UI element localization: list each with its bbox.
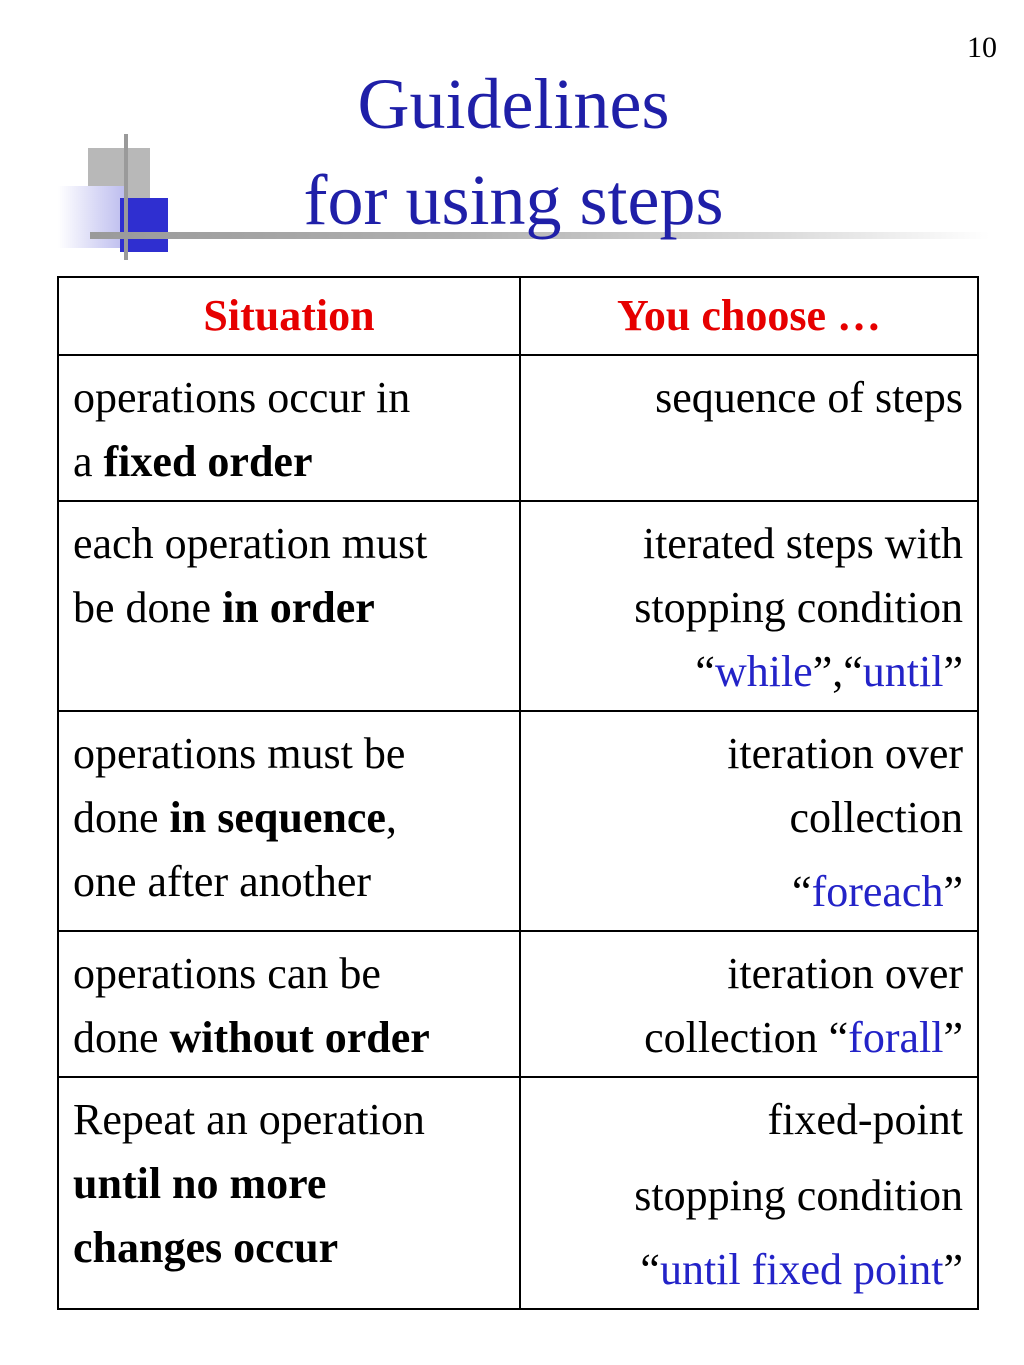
situation-text: operations can be [73, 949, 381, 998]
choice-cell: sequence of steps [519, 354, 979, 502]
table-row: operations occur in a fixed order sequen… [57, 354, 979, 502]
choice-text: stopping condition [634, 583, 963, 632]
guidelines-table: Situation You choose … operations occur … [57, 276, 979, 1310]
header-choice: You choose … [519, 276, 979, 356]
keyword-until-fixed-point: until fixed point [659, 1245, 944, 1294]
title-line-2: for using steps [303, 160, 724, 240]
situation-text: , [385, 793, 397, 842]
choice-text: stopping condition [634, 1171, 963, 1220]
situation-bold: in sequence [169, 793, 386, 842]
quote-mark: “ [640, 1245, 660, 1294]
table-row: each operation must be done in order ite… [57, 500, 979, 712]
situation-bold: until no more [73, 1159, 327, 1208]
title-underline-rule [90, 232, 990, 239]
choice-text: iteration over [727, 949, 963, 998]
situation-text: done [73, 1013, 170, 1062]
quote-mark: ”,“ [812, 647, 863, 696]
situation-text: a [73, 437, 104, 486]
title-line-1: Guidelines [357, 64, 670, 144]
keyword-forall: forall [848, 1013, 944, 1062]
quote-mark: ” [943, 1245, 963, 1294]
situation-cell: operations must be done in sequence, one… [57, 710, 521, 932]
situation-bold: fixed order [103, 437, 313, 486]
table-header-row: Situation You choose … [57, 276, 979, 356]
situation-bold: in order [222, 583, 375, 632]
header-situation: Situation [57, 276, 521, 356]
situation-cell: operations can be done without order [57, 930, 521, 1078]
choice-cell: iteration over collection “foreach” [519, 710, 979, 932]
situation-bold: without order [169, 1013, 430, 1062]
situation-text: operations must be [73, 729, 406, 778]
keyword-until: until [862, 647, 944, 696]
choice-text: collection “ [644, 1013, 849, 1062]
quote-mark: “ [792, 867, 812, 916]
decorative-squares-logo-icon [54, 130, 194, 260]
choice-cell: iteration over collection “forall” [519, 930, 979, 1078]
situation-cell: Repeat an operation until no more change… [57, 1076, 521, 1310]
choice-cell: iterated steps with stopping condition “… [519, 500, 979, 712]
situation-text: one after another [73, 857, 372, 906]
keyword-foreach: foreach [811, 867, 944, 916]
quote-mark: “ [695, 647, 715, 696]
situation-text: Repeat an operation [73, 1095, 425, 1144]
situation-cell: each operation must be done in order [57, 500, 521, 712]
table-row: operations can be done without order ite… [57, 930, 979, 1078]
quote-mark: ” [943, 1013, 963, 1062]
choice-cell: fixed-point stopping condition “until fi… [519, 1076, 979, 1310]
slide-title: Guidelines for using steps [0, 56, 1024, 248]
situation-text: be done [73, 583, 223, 632]
quote-mark: ” [943, 647, 963, 696]
situation-text: each operation must [73, 519, 428, 568]
situation-text: done [73, 793, 170, 842]
situation-text: operations occur in [73, 373, 411, 422]
page-number: 10 [967, 31, 997, 64]
situation-cell: operations occur in a fixed order [57, 354, 521, 502]
table-row: operations must be done in sequence, one… [57, 710, 979, 932]
keyword-while: while [714, 647, 813, 696]
choice-text: sequence of steps [655, 373, 963, 422]
choice-text: iteration over [727, 729, 963, 778]
quote-mark: ” [943, 867, 963, 916]
choice-text: collection [789, 793, 964, 842]
situation-bold: changes occur [73, 1223, 339, 1272]
table-row: Repeat an operation until no more change… [57, 1076, 979, 1310]
choice-text: iterated steps with [642, 519, 963, 568]
choice-text: fixed-point [767, 1095, 963, 1144]
